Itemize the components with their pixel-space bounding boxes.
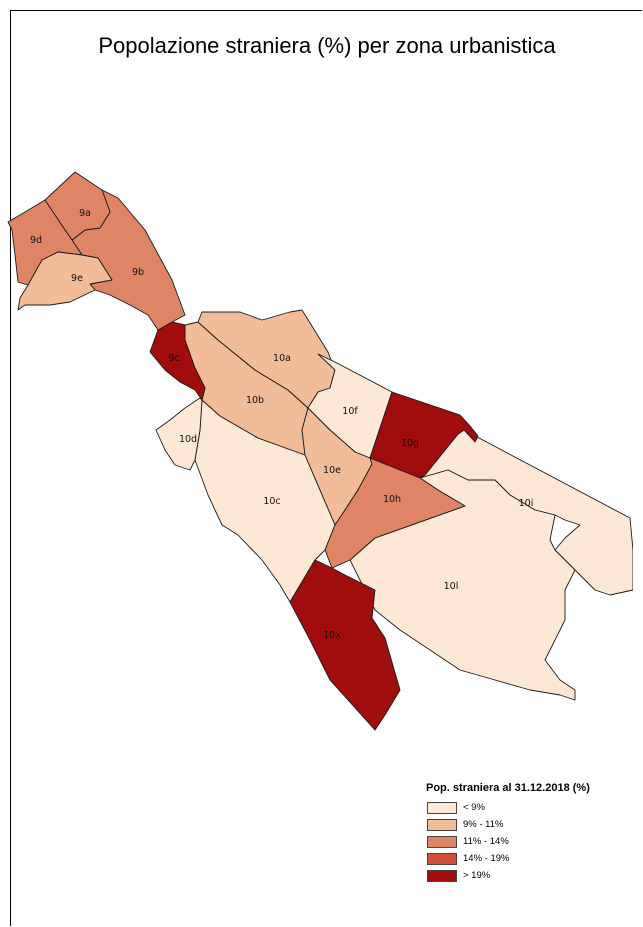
legend-swatch [427,801,457,814]
zone-label-10d: 10d [179,434,197,445]
zone-label-10b: 10b [246,395,264,406]
legend-label: 11% - 14% [463,836,509,847]
legend-title: Pop. straniera al 31.12.2018 (%) [426,782,590,794]
legend-swatch [427,852,457,865]
zone-label-10f: 10f [342,406,358,417]
zone-label-9e: 9e [71,273,83,284]
zone-10d[interactable] [155,397,203,471]
zone-9e[interactable] [17,251,113,311]
zone-10h[interactable] [324,457,466,569]
zone-label-10h: 10h [383,494,401,505]
legend-label: > 19% [463,870,491,881]
legend-item: 14% - 19% [426,850,636,867]
zone-label-10c: 10c [263,496,280,507]
legend-swatch [427,835,457,848]
legend-swatch [427,818,457,831]
map-legend: Pop. straniera al 31.12.2018 (%) < 9% 9%… [426,782,636,884]
map-title: Popolazione straniera (%) per zona urban… [98,33,556,58]
zone-label-10l: 10l [444,581,459,592]
zone-label-10a: 10a [273,353,291,364]
zone-label-9d: 9d [30,235,42,246]
legend-item: 11% - 14% [426,833,636,850]
zone-label-9b: 9b [132,267,144,278]
zone-10l[interactable] [349,469,576,701]
legend-label: 14% - 19% [463,853,510,864]
legend-item: < 9% [426,799,636,816]
legend-label: 9% - 11% [463,819,504,830]
legend-item: 9% - 11% [426,816,636,833]
legend-swatch [427,869,457,882]
zone-label-10g: 10g [401,438,419,449]
zone-label-9c: 9c [168,353,179,364]
zone-label-10x: 10x [323,630,341,641]
zone-label-10e: 10e [323,465,341,476]
zone-9c[interactable] [149,321,206,401]
zone-label-9a: 9a [79,208,91,219]
zone-label-10i: 10i [519,498,534,509]
zone-map: 9a 9b 9c 9d 9e 10a 10b 10c 10d 10e 10f 1… [7,171,633,731]
zone-10x[interactable] [289,559,401,731]
legend-item: > 19% [426,867,636,884]
legend-label: < 9% [463,802,485,813]
